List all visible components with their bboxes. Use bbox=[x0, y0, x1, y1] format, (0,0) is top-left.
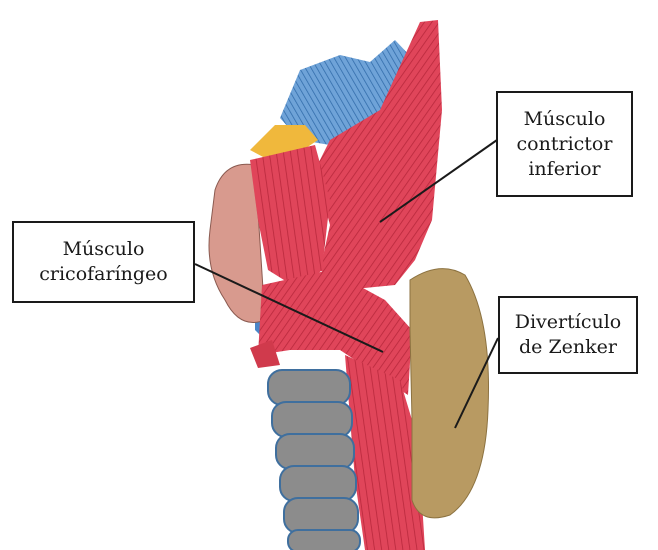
label-text: inferior bbox=[498, 157, 631, 182]
label-cricopharyngeus: Músculo cricofaríngeo bbox=[12, 221, 195, 303]
label-inferior-constrictor: Músculo contrictor inferior bbox=[496, 91, 633, 197]
zenker-diverticulum bbox=[410, 269, 489, 518]
label-text: Divertículo bbox=[500, 310, 636, 335]
label-text: de Zenker bbox=[500, 335, 636, 360]
label-text: Músculo bbox=[498, 107, 631, 132]
trachea bbox=[268, 370, 360, 550]
label-text: contrictor bbox=[498, 132, 631, 157]
label-text: Músculo bbox=[14, 237, 193, 262]
label-text: cricofaríngeo bbox=[14, 262, 193, 287]
label-zenker-diverticulum: Divertículo de Zenker bbox=[498, 296, 638, 374]
